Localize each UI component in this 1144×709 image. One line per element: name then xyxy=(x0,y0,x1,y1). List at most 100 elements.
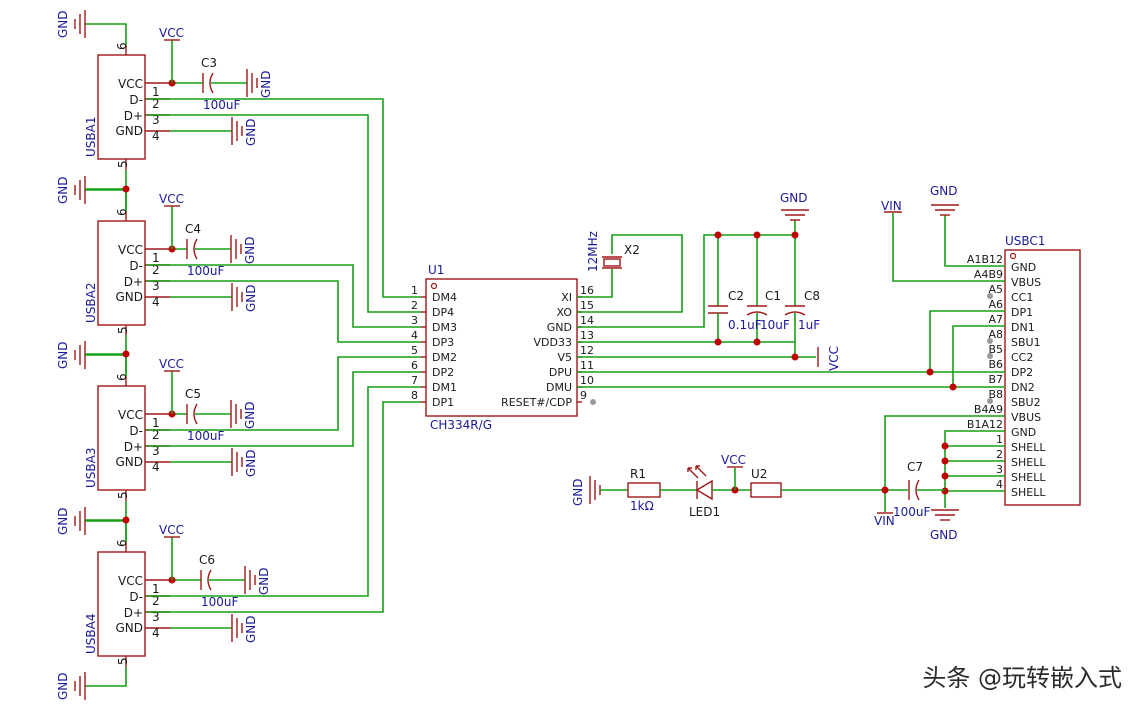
usba1-ref: USBA1 xyxy=(84,117,98,157)
usbc-pin-num: B8 xyxy=(988,388,1003,401)
u1-pin-num: 8 xyxy=(411,389,418,402)
pin-5-num: 5 xyxy=(116,657,130,665)
gnd-label-usba2-pin4: GND xyxy=(244,284,258,312)
usba-pin-label: D+ xyxy=(124,275,143,289)
vcc-label-usba2: VCC xyxy=(159,192,184,206)
usbc-ref: USBC1 xyxy=(1005,234,1045,248)
u1-pin-name: DP3 xyxy=(432,336,454,349)
gnd-label-r1: GND xyxy=(571,478,585,506)
usbc-pin-num: A7 xyxy=(988,313,1003,326)
u1-pin-name: DM1 xyxy=(432,381,457,394)
gnd-label-usba3-pin4: GND xyxy=(244,449,258,477)
usbc-pin-num: A5 xyxy=(988,283,1003,296)
gnd-label-usba1-pin4: GND xyxy=(244,118,258,146)
x2-value: 12MHz xyxy=(586,231,600,272)
u1-pin-name: DP1 xyxy=(432,396,454,409)
cap-val-4: 100uF xyxy=(201,595,239,609)
usba-pin-num: 3 xyxy=(152,113,160,127)
gnd-label-bottom: GND xyxy=(56,672,70,700)
usbc-pin-num: B1A12 xyxy=(967,418,1003,431)
usbc-pin-name: SBU2 xyxy=(1011,396,1041,409)
usbc-pin-num: A6 xyxy=(988,298,1003,311)
usbc-pin-name: DP2 xyxy=(1011,366,1033,379)
usbc-pin-num: B5 xyxy=(988,343,1003,356)
usba-pin-label: D+ xyxy=(124,440,143,454)
usba-pin-num: 2 xyxy=(152,97,160,111)
usba-pin-num: 1 xyxy=(152,416,160,430)
cap-ref-4: C6 xyxy=(199,553,215,567)
u1-pin-num: 12 xyxy=(580,344,594,357)
pin-6-num: 6 xyxy=(115,373,129,381)
u1-pin-name: VDD33 xyxy=(534,336,572,349)
u1-pin-num: 15 xyxy=(580,299,594,312)
vcc-label-usba3: VCC xyxy=(159,357,184,371)
usba-pin-num: 1 xyxy=(152,251,160,265)
c2-value: 0.1uF xyxy=(728,318,762,332)
u1-pin-num: 16 xyxy=(580,284,594,297)
gnd-label-c8: GND xyxy=(780,191,808,205)
u1-pin-num: 13 xyxy=(580,329,594,342)
gnd-label-cap3: GND xyxy=(243,401,257,429)
cap-val-1: 100uF xyxy=(203,98,241,112)
vcc-label-led: VCC xyxy=(721,453,746,467)
u1-pin-num: 4 xyxy=(411,329,418,342)
u1-pin-num: 1 xyxy=(411,284,418,297)
cap-val-3: 100uF xyxy=(187,429,225,443)
c7-value: 100uF xyxy=(893,505,931,519)
gnd-label-usba4-top: GND xyxy=(56,507,70,535)
u1-pin-num: 14 xyxy=(580,314,594,327)
usbc-pin-num: A8 xyxy=(988,328,1003,341)
usba-pin-num: 3 xyxy=(152,610,160,624)
usba2-ref: USBA2 xyxy=(84,283,98,323)
u1-pin-name: XI xyxy=(561,291,572,304)
u1-pin-name: DM3 xyxy=(432,321,457,334)
watermark: 头条 @玩转嵌入式 xyxy=(922,664,1122,692)
pin-6-num: 6 xyxy=(115,208,129,216)
u1-pin-num: 5 xyxy=(411,344,418,357)
usba-pin-label: D+ xyxy=(124,606,143,620)
vcc-label-v5: VCC xyxy=(827,346,841,371)
pin-6-num: 6 xyxy=(115,42,129,50)
u1-pin-name: V5 xyxy=(557,351,572,364)
usbc-pin-num: A1B12 xyxy=(967,253,1003,266)
usba-pin-label: D+ xyxy=(124,109,143,123)
r1-ref: R1 xyxy=(630,467,646,481)
cap-ref-3: C5 xyxy=(185,387,201,401)
usba-pin-label: D- xyxy=(129,93,143,107)
u1-pin-name: DP4 xyxy=(432,306,454,319)
usbc-pin-num: B4A9 xyxy=(974,403,1003,416)
usba-pin-num: 1 xyxy=(152,85,160,99)
vcc-label-usba4: VCC xyxy=(159,523,184,537)
usbc-pin-name: GND xyxy=(1011,261,1036,274)
pin-5-num: 5 xyxy=(116,326,130,334)
usbc-pin-name: DN2 xyxy=(1011,381,1035,394)
cap-ref-2: C4 xyxy=(185,222,201,236)
u1-pin-num: 10 xyxy=(580,374,594,387)
usba-pin-label: GND xyxy=(115,621,143,635)
gnd-label-usba3-top: GND xyxy=(56,341,70,369)
pin-5-num: 5 xyxy=(116,160,130,168)
usba-pin-num: 4 xyxy=(152,129,160,143)
usbc-pin-name: VBUS xyxy=(1011,411,1041,424)
gnd-label-cap1: GND xyxy=(259,70,273,98)
u1-part-number: CH334R/G xyxy=(430,418,492,432)
usbc-pin-num: 2 xyxy=(996,448,1003,461)
usba-pin-num: 4 xyxy=(152,626,160,640)
usbc-pin-num: 1 xyxy=(996,433,1003,446)
usbc-pin-name: GND xyxy=(1011,426,1036,439)
usbc-pin-name: SBU1 xyxy=(1011,336,1041,349)
vcc-label-usba1: VCC xyxy=(159,26,184,40)
cap-ref-1: C3 xyxy=(201,56,217,70)
u1-pin-num: 3 xyxy=(411,314,418,327)
usba-pin-num: 1 xyxy=(152,582,160,596)
usba-pin-num: 2 xyxy=(152,263,160,277)
usba-pin-label: VCC xyxy=(118,77,143,91)
u1-pin-name: DP2 xyxy=(432,366,454,379)
usba-pin-num: 2 xyxy=(152,428,160,442)
usbc-pin-name: SHELL xyxy=(1011,471,1046,484)
usbc-pin-num: B7 xyxy=(988,373,1003,386)
usbc-pin-name: DP1 xyxy=(1011,306,1033,319)
